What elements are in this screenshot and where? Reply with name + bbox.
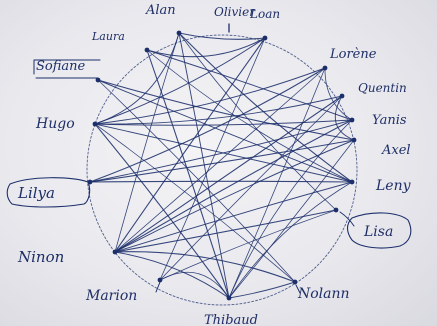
node-axel (351, 137, 357, 143)
outer-circle (86, 34, 358, 306)
lisa-box (346, 212, 412, 249)
edge-leny-thibaud (228, 181, 353, 299)
edge-lisa-ninon (114, 209, 337, 253)
label-thibaud: Thibaud (204, 313, 258, 326)
label-loan: Loan (249, 7, 280, 21)
edge-axel-ninon (114, 139, 355, 253)
node-sofiane (95, 77, 101, 83)
node-laura (144, 47, 150, 53)
node-loan (262, 35, 268, 41)
edge-lilya-yanis (89, 119, 353, 183)
edge-sofiane-leny (97, 79, 353, 183)
label-laura: Laura (91, 30, 125, 43)
label-lilya: Lilya (17, 184, 55, 202)
edge-hugo-thibaud (94, 123, 230, 299)
edge-alan-ninon (114, 32, 180, 253)
node-lisa (333, 207, 339, 213)
edge-quentin-marion (159, 95, 343, 281)
edge-laura-thibaud (146, 49, 230, 299)
edge-nolann-thibaud (228, 281, 296, 299)
edge-yanis-ninon (114, 119, 353, 253)
edge-loan-ninon (114, 37, 266, 253)
edge-laura-leny (146, 49, 353, 183)
node-hugo (92, 121, 98, 127)
edge-lorene-yanis (324, 67, 353, 121)
edge-alan-hugo (94, 32, 180, 125)
sofiane-box (33, 59, 101, 79)
edge-axel-lilya (89, 139, 355, 183)
edge-sofiane-axel (97, 79, 355, 141)
edge-lorene-hugo (94, 67, 326, 125)
edge-alan-loan (178, 32, 266, 40)
label-axel: Axel (381, 143, 411, 158)
edge-lorene-ninon (114, 67, 326, 253)
edge-lorene-thibaud (228, 67, 326, 299)
label-leny: Leny (375, 178, 412, 194)
label-alan: Alan (145, 3, 176, 18)
node-alan (176, 30, 182, 36)
lilya-box (6, 177, 91, 208)
node-lorene (322, 65, 328, 71)
edge-quentin-axel (334, 95, 355, 141)
label-olivier: Olivier (214, 5, 256, 19)
label-lisa: Lisa (363, 224, 393, 240)
label-lorene: Lorène (329, 47, 377, 62)
edges-group (89, 32, 355, 299)
node-quentin (339, 93, 345, 99)
label-marion: Marion (85, 288, 137, 304)
edge-quentin-hugo (94, 95, 343, 125)
nodes-group (87, 30, 357, 301)
edge-loan-marion (159, 37, 266, 281)
node-yanis (349, 117, 355, 123)
label-ninon: Ninon (17, 248, 64, 266)
edge-ninon-thibaud (114, 251, 230, 299)
label-quentin: Quentin (358, 81, 407, 95)
label-yanis: Yanis (372, 113, 407, 128)
label-sofiane: Sofiane (36, 59, 86, 74)
edge-loan-laura (146, 37, 266, 58)
edge-axel-thibaud (228, 139, 355, 299)
edge-leny-lilya (89, 180, 353, 183)
nolann-pointer (295, 284, 301, 294)
edge-loan-hugo (94, 37, 266, 125)
lisa-pointer (339, 211, 355, 227)
edge-marion-thibaud (159, 271, 230, 299)
node-leny (349, 179, 355, 185)
edge-ninon-nolann (114, 251, 296, 283)
edge-sofiane-nolann (97, 79, 296, 283)
edge-alan-thibaud (178, 32, 230, 299)
marion-pointer (155, 281, 161, 293)
edge-leny-ninon (114, 181, 353, 253)
edge-yanis-hugo (94, 119, 353, 126)
node-nolann (292, 279, 298, 285)
edge-yanis-thibaud (228, 119, 353, 299)
edge-quentin-ninon (114, 95, 343, 253)
label-hugo: Hugo (35, 116, 75, 132)
edge-lorene-lilya (89, 67, 326, 183)
node-ninon (112, 249, 118, 255)
edge-alan-leny (178, 32, 353, 183)
label-nolann: Nolann (297, 286, 350, 302)
node-thibaud (226, 295, 232, 301)
node-marion (157, 277, 163, 283)
edge-hugo-nolann (94, 123, 296, 283)
